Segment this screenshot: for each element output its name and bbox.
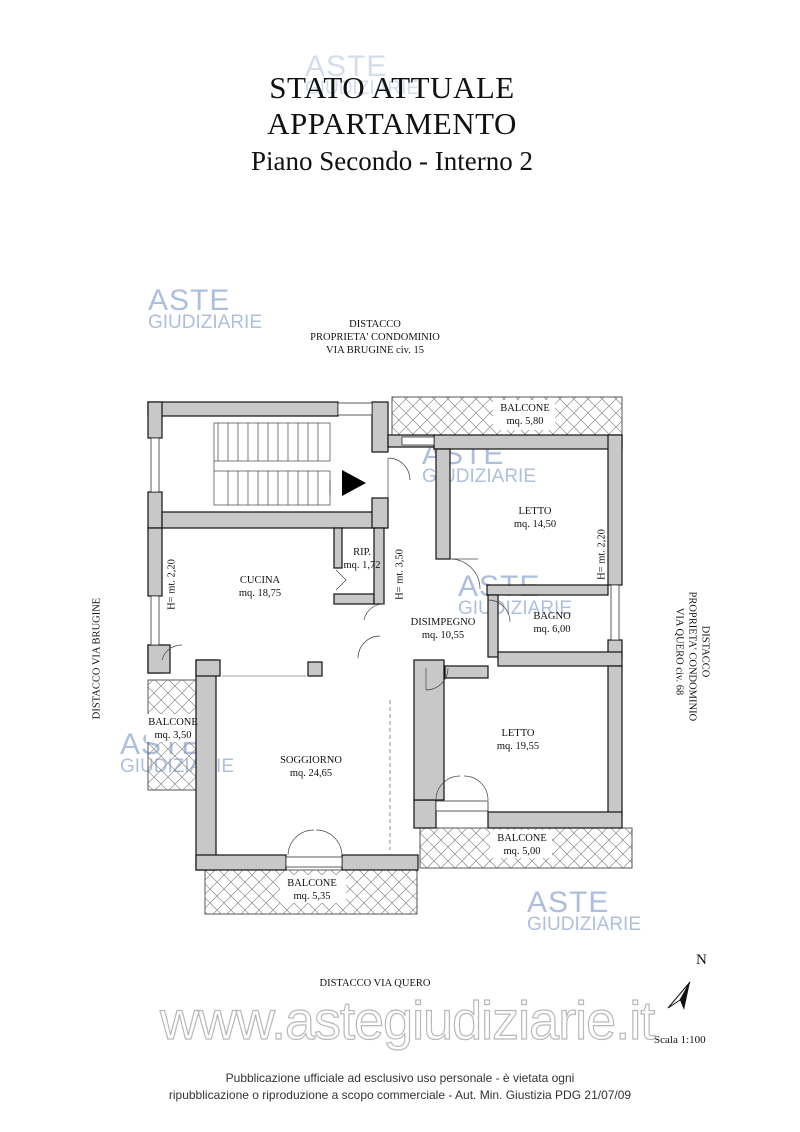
label-left-distacco: DISTACCO VIA BRUGINE — [91, 597, 103, 720]
height-cucina: H= mt. 2,20 — [166, 559, 178, 610]
wall — [486, 584, 609, 596]
entrance-arrow — [342, 470, 366, 496]
label-top-distacco: DISTACCO PROPRIETA' CONDOMINIO VIA BRUGI… — [310, 319, 440, 356]
footer-notice-line2: ripubblicazione o riproduzione a scopo c… — [168, 1088, 632, 1102]
wall — [444, 665, 489, 679]
height-disimpegno: H= mt. 3,50 — [394, 549, 406, 600]
wall — [147, 491, 163, 529]
wall — [373, 527, 385, 605]
wall — [195, 659, 217, 871]
room-ripostiglio: RIP.mq. 1,72 — [343, 547, 381, 571]
wall — [433, 434, 623, 450]
label-bottom-distacco: DISTACCO VIA QUERO — [319, 978, 431, 989]
page-subtitle: APPARTAMENTO — [267, 106, 517, 141]
wall — [413, 659, 445, 801]
wall — [195, 854, 287, 871]
watermark-website: www.astegiudiziarie.it — [159, 990, 655, 1051]
wall — [147, 401, 163, 439]
wall — [607, 665, 623, 817]
height-letto: H= mt. 2,20 — [596, 529, 608, 580]
watermark-logo-bottom-right: ASTE GIUDIZIARIE — [527, 886, 642, 935]
wall — [371, 497, 389, 529]
wall — [147, 527, 163, 597]
wall — [195, 659, 221, 677]
wall — [333, 527, 343, 569]
wall — [413, 799, 437, 829]
wall — [307, 661, 323, 677]
wall — [487, 594, 499, 658]
wall — [161, 511, 388, 529]
wall — [333, 593, 375, 605]
north-label: N — [696, 952, 707, 968]
label-right-distacco: DISTACCO PROPRIETA' CONDOMINIO VIA QUERO… — [673, 591, 711, 722]
wall — [487, 811, 623, 829]
footer-notice-line1: Pubblicazione ufficiale ad esclusivo uso… — [225, 1071, 575, 1085]
wall — [341, 854, 419, 871]
wall — [147, 644, 171, 674]
floor-label: Piano Secondo - Interno 2 — [251, 146, 533, 176]
wall — [607, 434, 623, 586]
watermark-logo-top-left: ASTE GIUDIZIARIE — [148, 284, 263, 333]
wall — [435, 448, 451, 560]
wall — [371, 401, 389, 453]
scale-label: Scala 1:100 — [654, 1034, 706, 1046]
wall — [497, 651, 623, 667]
page-title: STATO ATTUALE — [269, 70, 515, 105]
watermark-logo-title: ASTE GIUDIZIARIE — [305, 50, 420, 99]
wall — [147, 401, 339, 417]
